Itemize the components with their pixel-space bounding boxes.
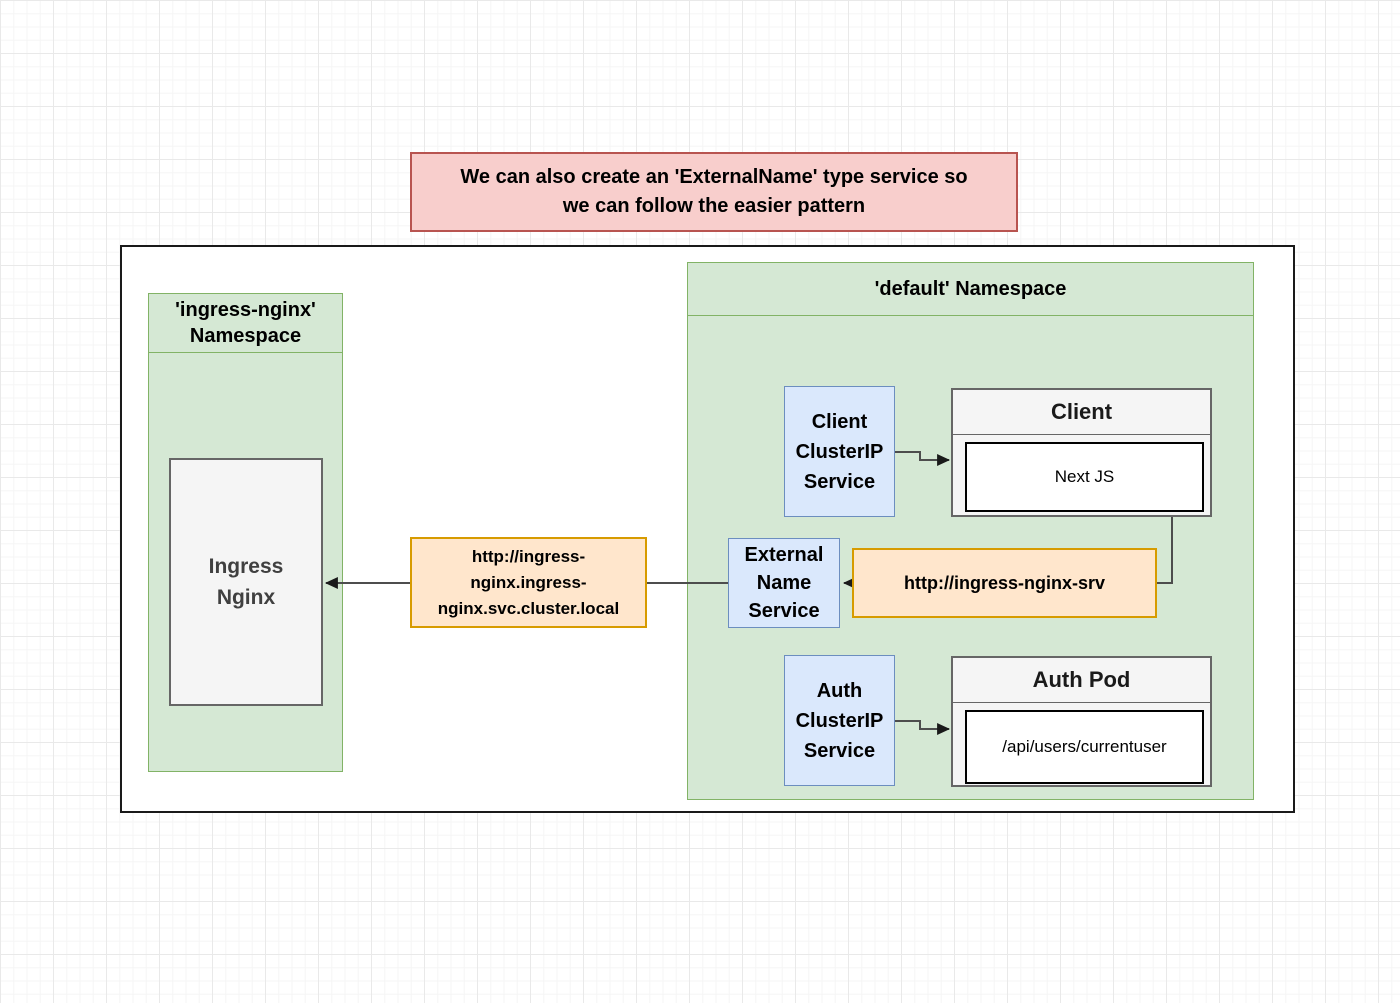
auth-pod-title: Auth Pod (953, 658, 1210, 703)
external-name-service[interactable]: External Name Service (728, 538, 840, 628)
auth-clusterip-service[interactable]: Auth ClusterIP Service (784, 655, 895, 786)
auth-pod[interactable]: Auth Pod /api/users/currentuser (951, 656, 1212, 787)
ingress-nginx-namespace-title: 'ingress-nginx' Namespace (149, 294, 342, 353)
ingress-nginx-node[interactable]: Ingress Nginx (169, 458, 323, 706)
client-pod-nextjs-container[interactable]: Next JS (965, 442, 1204, 512)
srv-dns-edge-label[interactable]: http://ingress-nginx-srv (852, 548, 1157, 618)
auth-pod-route-container[interactable]: /api/users/currentuser (965, 710, 1204, 784)
client-pod[interactable]: Client Next JS (951, 388, 1212, 517)
cluster-dns-edge-label[interactable]: http://ingress- nginx.ingress- nginx.svc… (410, 537, 647, 628)
client-pod-title: Client (953, 390, 1210, 435)
default-namespace-title: 'default' Namespace (688, 263, 1253, 316)
note-banner[interactable]: We can also create an 'ExternalName' typ… (410, 152, 1018, 232)
client-clusterip-service[interactable]: Client ClusterIP Service (784, 386, 895, 517)
